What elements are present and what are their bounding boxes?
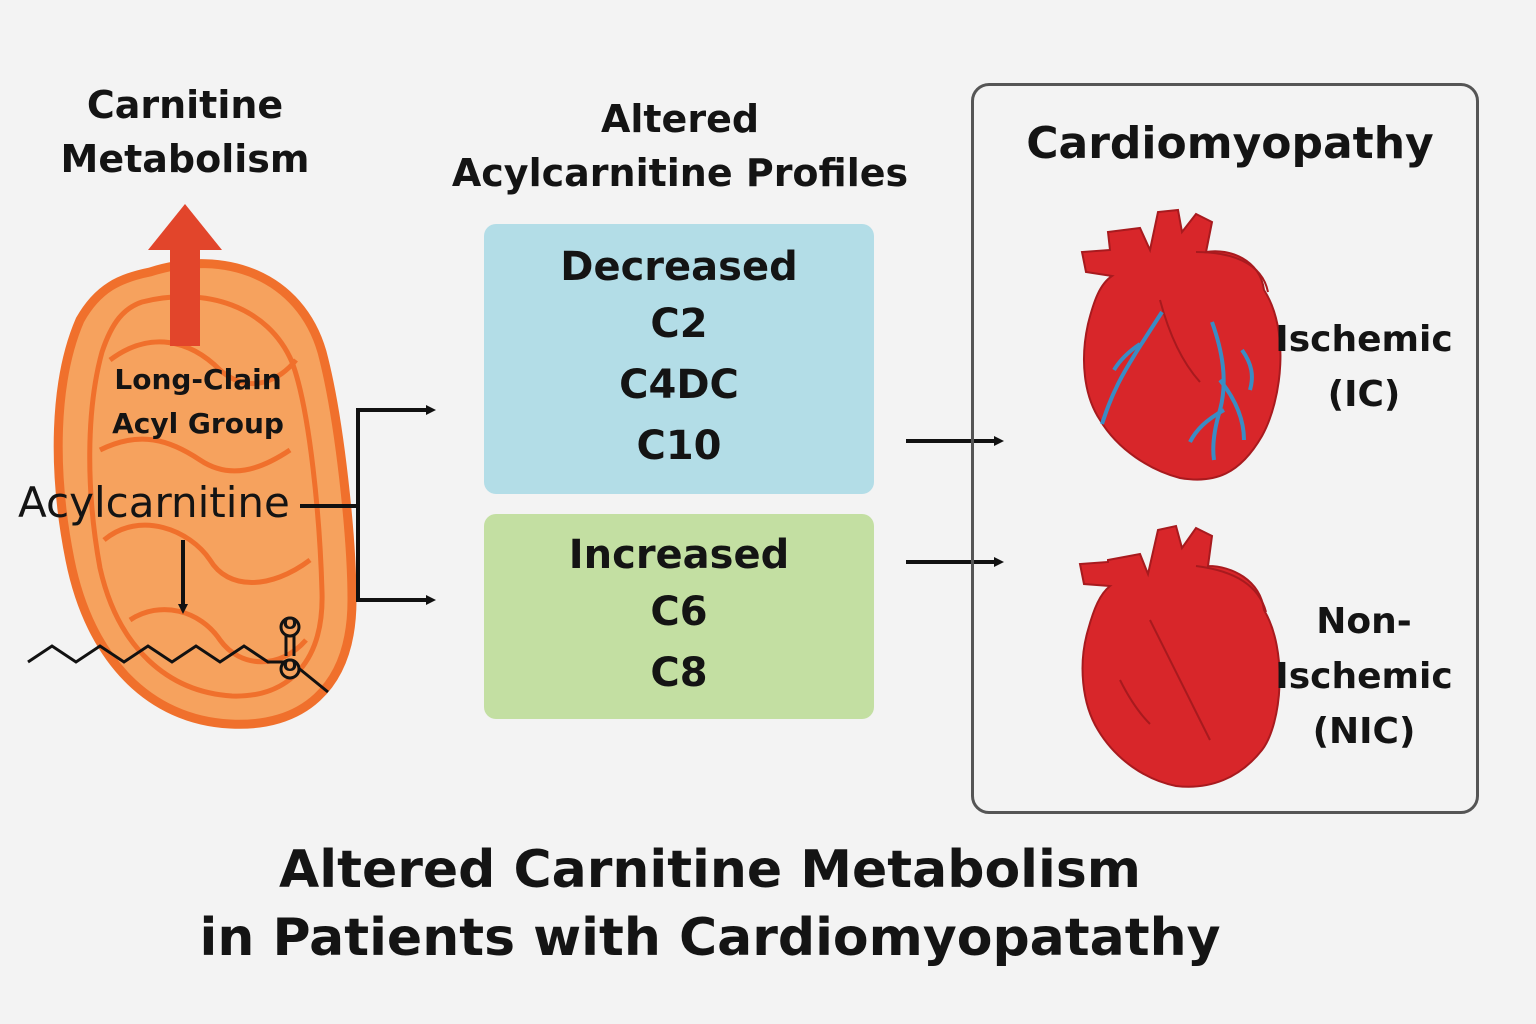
acylcarnitine-label: Acylcarnitine xyxy=(18,478,290,527)
decreased-heading: Decreased xyxy=(560,244,798,290)
upregulation-arrow-icon xyxy=(148,204,222,346)
ischemic-line1: Ischemic xyxy=(1275,319,1453,360)
carnitine-title-line2: Metabolism xyxy=(60,137,310,181)
acyl-chain-structure xyxy=(27,616,329,694)
decreased-box: Decreased C2 C4DC C10 xyxy=(484,224,874,494)
long-chain-line1: Long-Clain xyxy=(114,363,282,396)
long-chain-acyl-label: Long-Clain Acyl Group xyxy=(98,358,298,446)
nonischemic-line2: Ischemic xyxy=(1275,656,1453,697)
nonischemic-line1: Non- xyxy=(1316,601,1412,642)
cardiomyopathy-panel xyxy=(971,83,1479,814)
ischemic-line2: (IC) xyxy=(1327,374,1401,415)
long-chain-line2: Acyl Group xyxy=(112,407,284,440)
increased-box: Increased C6 C8 xyxy=(484,514,874,719)
branch-connector xyxy=(300,405,436,605)
mitochondrion xyxy=(53,259,357,729)
decreased-item: C2 xyxy=(650,301,708,347)
carbonyl-oxygen-label: O xyxy=(282,614,298,634)
carnitine-metabolism-title: Carnitine Metabolism xyxy=(40,78,330,186)
acylcarnitine-profiles-title: Altered Acylcarnitine Profiles xyxy=(430,92,930,200)
figure-title: Altered Carnitine Metabolism in Patients… xyxy=(160,836,1260,972)
ester-oxygen-label: O xyxy=(282,656,298,676)
increased-item: C8 xyxy=(650,650,708,696)
figure-title-line2: in Patients with Cardiomyopatathy xyxy=(199,908,1221,968)
figure-title-line1: Altered Carnitine Metabolism xyxy=(279,840,1141,900)
ischemic-label: Ischemic (IC) xyxy=(1264,312,1464,422)
cardiomyopathy-title: Cardiomyopathy xyxy=(1026,118,1434,169)
nonischemic-line3: (NIC) xyxy=(1312,711,1416,752)
ischemic-heart-icon xyxy=(1080,208,1282,481)
carnitine-title-line1: Carnitine xyxy=(86,83,284,127)
nonischemic-label: Non- Ischemic (NIC) xyxy=(1264,594,1464,759)
decreased-item: C10 xyxy=(636,423,722,469)
increased-heading: Increased xyxy=(568,532,790,578)
decreased-item: C4DC xyxy=(619,362,739,408)
profiles-title-line2: Acylcarnitine Profiles xyxy=(451,151,909,195)
nonischemic-heart-icon xyxy=(1078,524,1281,788)
profiles-title-line1: Altered xyxy=(600,97,760,141)
increased-item: C6 xyxy=(650,589,708,635)
